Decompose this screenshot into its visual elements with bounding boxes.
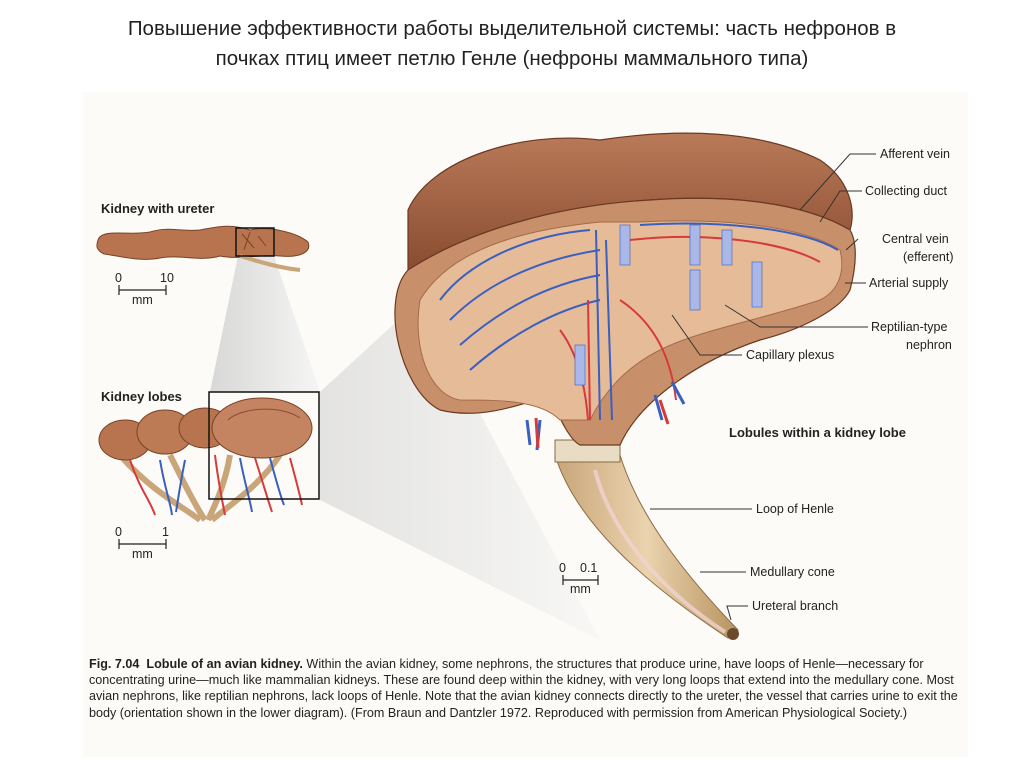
scale-lower-start: 0 bbox=[559, 561, 566, 575]
scale-bar-middle bbox=[118, 539, 167, 549]
label-collecting-duct: Collecting duct bbox=[865, 184, 948, 198]
scale-middle-unit: mm bbox=[132, 547, 153, 561]
label-afferent-vein: Afferent vein bbox=[880, 147, 950, 161]
slide-title: Повышение эффективности работы выделител… bbox=[20, 14, 1004, 74]
heading-kidney-with-ureter: Kidney with ureter bbox=[101, 201, 214, 216]
scale-middle-start: 0 bbox=[115, 525, 122, 539]
caption-fig-label: Fig. 7.04 bbox=[89, 657, 140, 671]
caption-fig-title: Lobule of an avian kidney. bbox=[146, 657, 303, 671]
scale-upper-start: 0 bbox=[115, 271, 122, 285]
label-capillary-plexus: Capillary plexus bbox=[746, 348, 834, 362]
scale-lower-end: 0.1 bbox=[580, 561, 597, 575]
slide-title-line-2: почках птиц имеет петлю Генле (нефроны м… bbox=[215, 47, 809, 70]
caption-text: Within the avian kidney, some nephrons, … bbox=[89, 657, 958, 720]
scale-bar-upper bbox=[118, 285, 167, 295]
zoom-box-lower bbox=[208, 391, 320, 500]
figure-caption: Fig. 7.04 Lobule of an avian kidney. Wit… bbox=[89, 656, 959, 721]
scale-upper-end: 10 bbox=[160, 271, 174, 285]
label-reptilian-type: Reptilian-type bbox=[871, 320, 947, 334]
label-central-vein: Central vein bbox=[882, 232, 949, 246]
scale-upper-unit: mm bbox=[132, 293, 153, 307]
kidney-diagram: Kidney with ureter Kidney lobes Lobules … bbox=[96, 132, 954, 640]
scale-lower-unit: mm bbox=[570, 582, 591, 596]
zoom-wedge-upper bbox=[210, 256, 320, 392]
scale-middle-end: 1 bbox=[162, 525, 169, 539]
heading-lobules: Lobules within a kidney lobe bbox=[729, 425, 906, 440]
leader-lines bbox=[650, 153, 876, 621]
label-arterial-supply: Arterial supply bbox=[869, 276, 949, 290]
lobule-drawing bbox=[394, 132, 856, 640]
label-ureteral-branch: Ureteral branch bbox=[752, 599, 838, 613]
zoom-wedge-lower bbox=[320, 300, 600, 640]
kidney-lobes-drawing bbox=[98, 391, 320, 523]
kidney-with-ureter-drawing bbox=[96, 225, 310, 272]
label-reptilian-nephron: nephron bbox=[906, 338, 952, 352]
label-medullary-cone: Medullary cone bbox=[750, 565, 835, 579]
slide-title-line-1: Повышение эффективности работы выделител… bbox=[127, 17, 897, 40]
figure-panel: Kidney with ureter Kidney lobes Lobules … bbox=[83, 92, 968, 757]
label-loop-of-henle: Loop of Henle bbox=[756, 502, 834, 516]
scale-bar-lower bbox=[562, 575, 599, 585]
heading-kidney-lobes: Kidney lobes bbox=[101, 389, 182, 404]
zoom-box-upper bbox=[235, 227, 275, 257]
label-central-vein-efferent: (efferent) bbox=[903, 250, 954, 264]
